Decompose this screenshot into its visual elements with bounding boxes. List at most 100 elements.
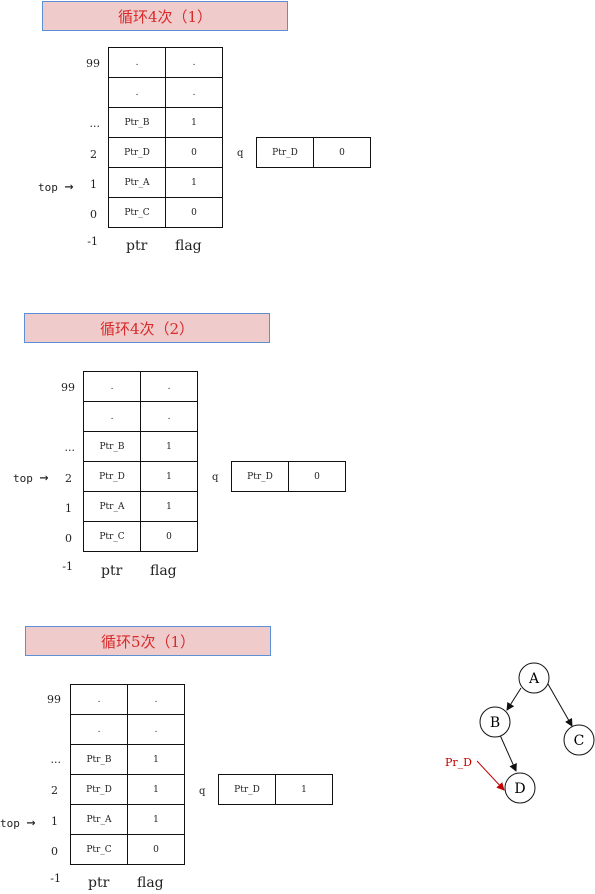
- index-99: 99: [47, 693, 61, 706]
- edge-a-b: [506, 687, 522, 711]
- ptr-cell: .: [83, 371, 141, 402]
- index-0: 0: [65, 532, 72, 545]
- ptr-cell: Ptr_C: [108, 197, 166, 228]
- top-label-text: top: [13, 472, 33, 485]
- ptr-cell: Ptr_A: [108, 167, 166, 198]
- flag-cell: 1: [165, 107, 223, 138]
- flag-cell: .: [140, 371, 198, 402]
- tree-node-a: A: [518, 662, 550, 694]
- section-title: 循环4次（1）: [42, 1, 288, 31]
- table-row: ..: [108, 77, 223, 108]
- ptr-cell: Ptr_B: [83, 431, 141, 462]
- ptr-cell: Ptr_B: [70, 744, 128, 775]
- index-ellipsis: ...: [89, 117, 101, 130]
- ptr-cell: Ptr_A: [70, 804, 128, 835]
- flag-cell: .: [127, 714, 185, 745]
- arrow-right-icon: →: [64, 177, 74, 195]
- tree-node-c-label: C: [574, 733, 585, 749]
- table-row: ..: [70, 714, 185, 745]
- index-minus1: -1: [87, 235, 98, 248]
- top-pointer: top →: [13, 468, 49, 486]
- ptr-cell: .: [108, 77, 166, 108]
- arrow-right-icon: →: [26, 813, 36, 831]
- flag-cell: 1: [140, 491, 198, 522]
- index-99: 99: [61, 381, 75, 394]
- edge-b-d: [499, 734, 517, 772]
- ptr-cell: .: [108, 47, 166, 78]
- flag-cell: 1: [165, 167, 223, 198]
- index-2: 2: [65, 472, 72, 485]
- flag-cell: .: [165, 77, 223, 108]
- index-0: 0: [90, 208, 97, 221]
- top-label-text: top: [38, 181, 58, 194]
- q-flag-cell: 0: [288, 461, 346, 492]
- top-pointer: top →: [38, 177, 74, 195]
- index-0: 0: [51, 845, 58, 858]
- section-title: 循环4次（2）: [24, 313, 270, 343]
- top-label-text: top: [0, 817, 20, 830]
- index-2: 2: [51, 784, 58, 797]
- ptr-cell: .: [70, 684, 128, 715]
- flag-cell: 1: [127, 804, 185, 835]
- edge-a-c: [547, 683, 573, 727]
- ptr-cell: Ptr_A: [83, 491, 141, 522]
- binary-tree: A B C D Pr_D: [445, 662, 595, 804]
- table-row: ..: [70, 684, 185, 715]
- flag-cell: 0: [140, 521, 198, 552]
- index-1: 1: [65, 502, 72, 515]
- ptr-cell: Ptr_D: [70, 774, 128, 805]
- q-label: q: [212, 472, 219, 483]
- index-minus1: -1: [62, 560, 73, 573]
- tree-node-d-label: D: [514, 781, 525, 797]
- pointer-label: Pr_D: [445, 756, 472, 769]
- flag-cell: 1: [127, 774, 185, 805]
- ptr-cell: Ptr_C: [83, 521, 141, 552]
- q-label: q: [199, 786, 206, 797]
- flag-cell: 0: [165, 137, 223, 168]
- flag-cell: 1: [140, 431, 198, 462]
- q-flag-cell: 0: [313, 137, 371, 168]
- index-1: 1: [90, 178, 97, 191]
- q-label: q: [237, 148, 244, 159]
- ptr-cell: Ptr_C: [70, 834, 128, 865]
- tree-node-a-label: A: [528, 671, 540, 687]
- index-1: 1: [51, 815, 58, 828]
- index-ellipsis: ...: [64, 441, 76, 454]
- column-header-flag: flag: [137, 875, 164, 891]
- q-ptr-cell: Ptr_D: [256, 137, 314, 168]
- flag-cell: .: [165, 47, 223, 78]
- index-ellipsis: ...: [50, 753, 62, 766]
- tree-node-d: D: [504, 772, 536, 804]
- ptr-cell: .: [83, 401, 141, 432]
- q-flag-cell: 1: [275, 774, 333, 805]
- column-header-ptr: ptr: [88, 875, 110, 891]
- top-pointer: top →: [0, 813, 36, 831]
- index-minus1: -1: [50, 872, 61, 885]
- flag-cell: .: [140, 401, 198, 432]
- tree-node-b: B: [479, 706, 511, 738]
- q-ptr-cell: Ptr_D: [218, 774, 276, 805]
- index-99: 99: [86, 57, 100, 70]
- ptr-cell: Ptr_D: [108, 137, 166, 168]
- flag-cell: 0: [165, 197, 223, 228]
- flag-cell: 0: [127, 834, 185, 865]
- tree-node-c: C: [563, 724, 595, 756]
- table-row: ..: [83, 401, 198, 432]
